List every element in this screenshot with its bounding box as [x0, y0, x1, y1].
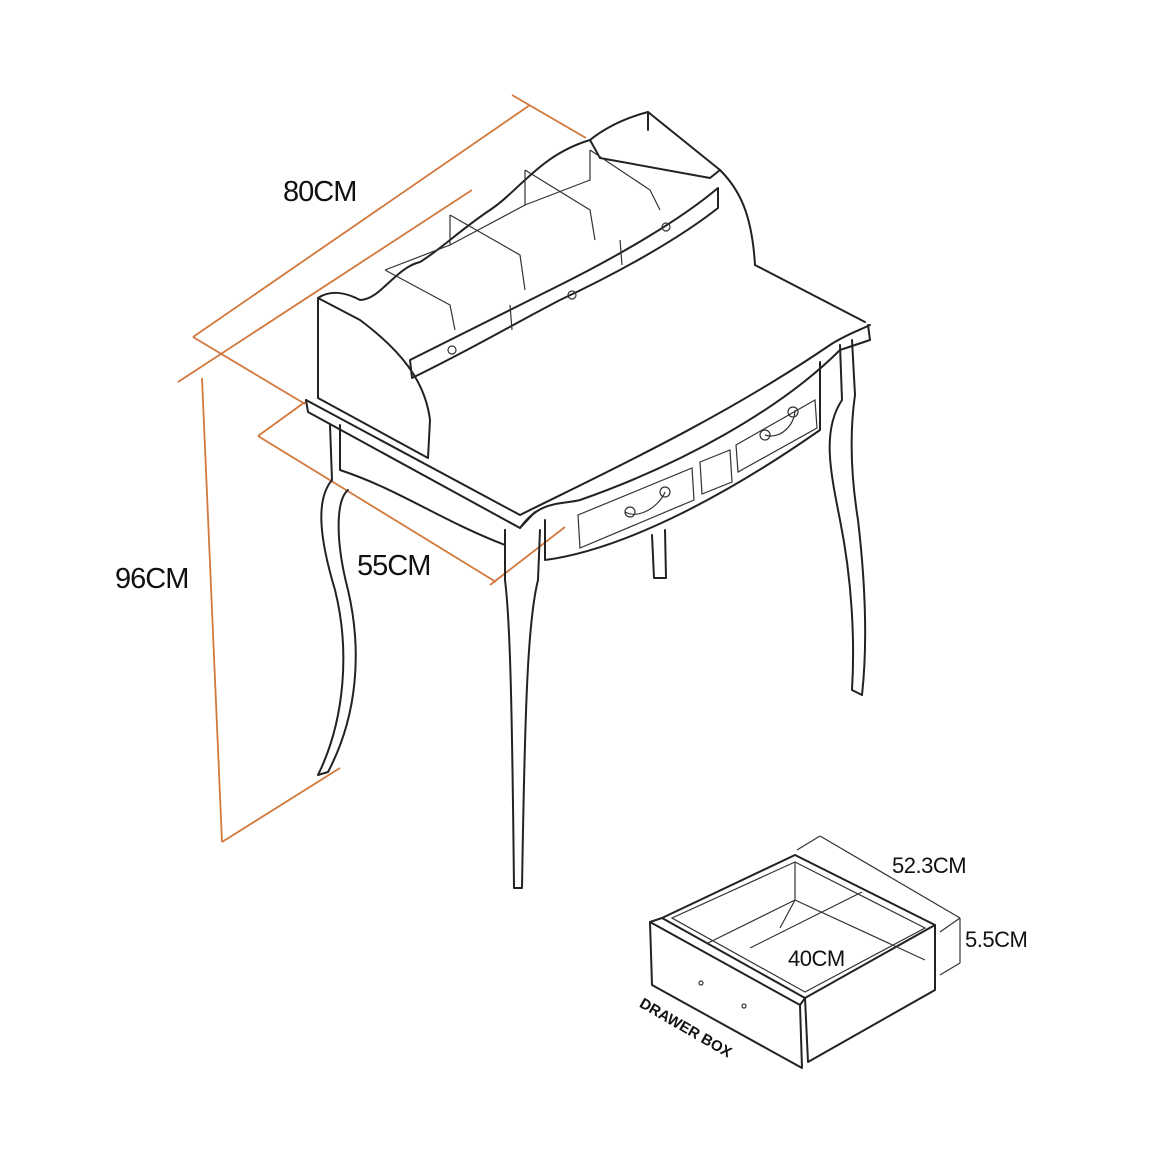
depth-extension-front [489, 526, 566, 586]
drawer-handle [759, 429, 771, 441]
drawer-height-label: 5.5CM [965, 927, 1028, 952]
height-extension-bottom [221, 767, 341, 843]
drawer-hole [741, 1003, 747, 1009]
drawer-length-label: 52.3CM [892, 853, 967, 878]
height-dimension-line [201, 377, 223, 843]
legs [317, 339, 867, 889]
drawer-handle [624, 506, 636, 518]
height-label: 96CM [115, 563, 189, 595]
drawer-width-label: 40CM [788, 946, 845, 971]
width-extension-left [192, 336, 306, 405]
width-extension-right [511, 94, 587, 139]
drawer-box [649, 835, 961, 1069]
drawer-hole [698, 980, 704, 986]
table [305, 324, 871, 561]
hutch-knob [661, 222, 671, 232]
dimension-lines [177, 94, 587, 843]
width-dimension-line [192, 104, 531, 338]
hutch [317, 111, 866, 459]
drawer-handle [659, 486, 671, 498]
depth-extension-back [257, 401, 306, 437]
depth-label: 55CM [357, 550, 431, 582]
hutch-knob [447, 345, 457, 355]
width-label: 80CM [283, 176, 357, 208]
hutch-knob [567, 290, 577, 300]
depth-dimension-line [257, 435, 497, 583]
drawer-handle [787, 406, 799, 418]
width-extension-line [177, 189, 473, 383]
